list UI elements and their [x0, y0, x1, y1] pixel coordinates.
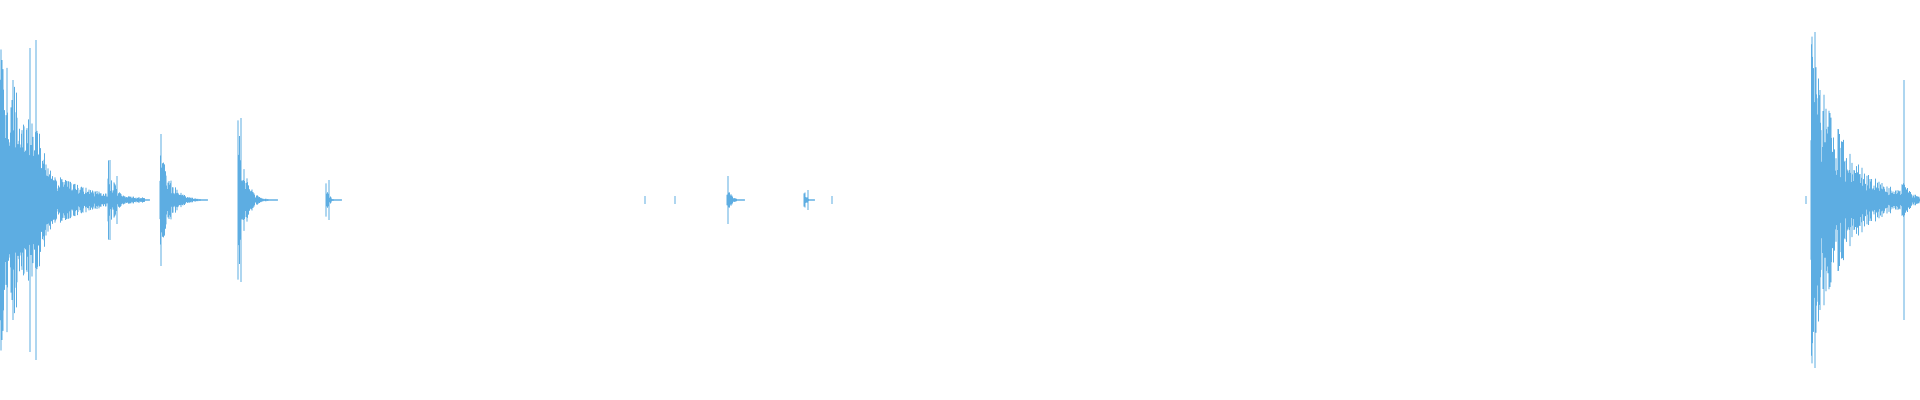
waveform-amplitude-bars [0, 32, 1920, 368]
